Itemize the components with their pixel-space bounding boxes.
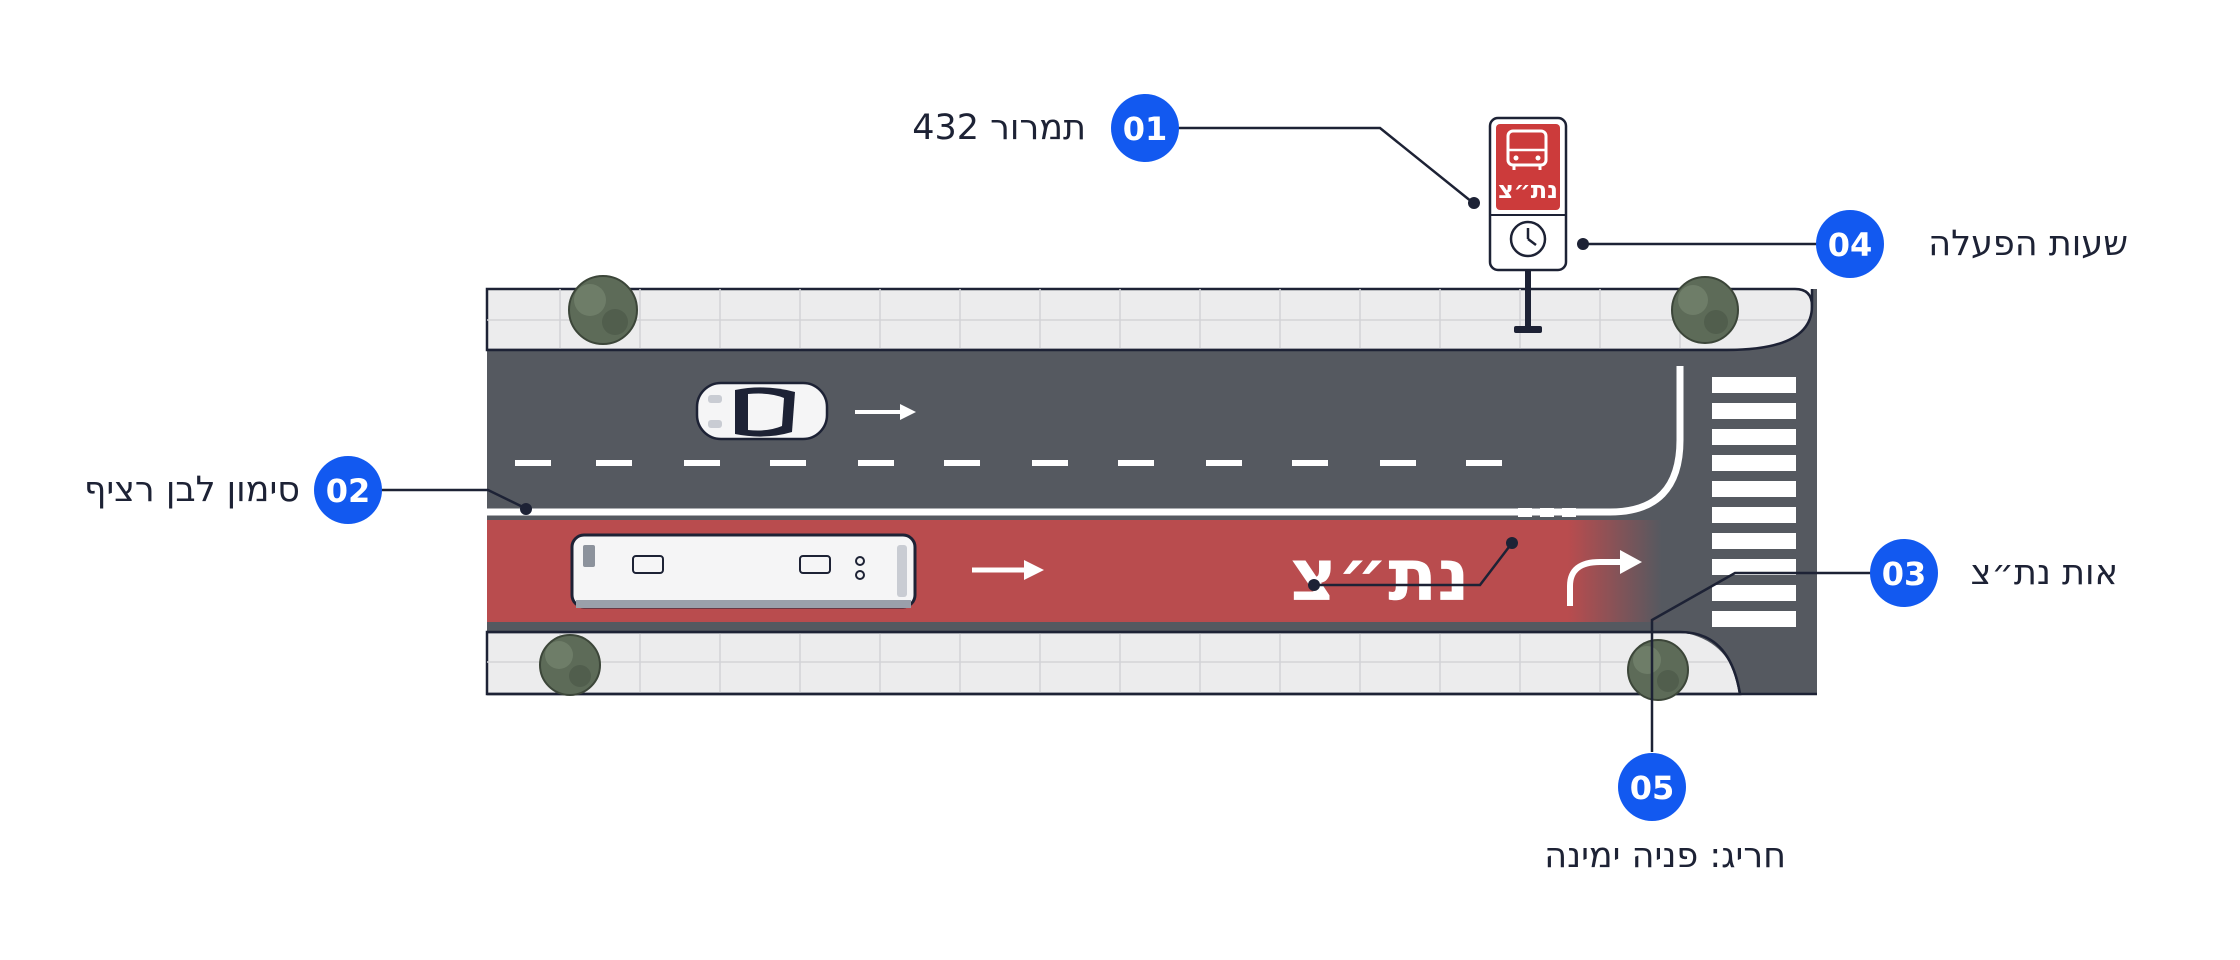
tree-icon [539, 634, 601, 696]
curb-corner-top [1726, 289, 1814, 352]
callout-label-04: שעות הפעלה [1928, 224, 2128, 264]
clock-icon [1509, 220, 1547, 258]
callout-label-02: סימון לבן רציף [83, 470, 300, 510]
sidewalk-bottom [485, 630, 1742, 696]
svg-text:01: 01 [1123, 110, 1168, 148]
bus-icon [570, 533, 917, 609]
badge-02: 02 [314, 456, 382, 524]
dashed-opening [1518, 508, 1576, 517]
lane-dashes [515, 460, 1502, 466]
svg-text:02: 02 [326, 472, 371, 510]
turn-right-arrow-icon [1567, 550, 1642, 606]
crosswalk [1712, 377, 1796, 627]
bus-icon [1506, 129, 1548, 170]
callout-label-01: תמרור 432 [912, 108, 1086, 148]
tree-icon [1627, 639, 1689, 701]
arrow-right-icon [972, 560, 1044, 580]
badge-01: 01 [1111, 94, 1179, 162]
leader-dots [520, 197, 1589, 591]
arrow-right-icon [855, 404, 916, 420]
tree-icon [1671, 276, 1739, 344]
badge-05: 05 [1618, 753, 1686, 821]
callout-label-05: חריג: פניה ימינה [1544, 836, 1786, 876]
badge-04: 04 [1816, 210, 1884, 278]
callout-label-03: אות נת״צ [1970, 553, 2118, 593]
leader-lines [378, 126, 1872, 752]
badge-03: 03 [1870, 539, 1938, 607]
car-icon [695, 381, 829, 441]
svg-text:05: 05 [1630, 769, 1675, 807]
lane-lettering: נת״צ [1290, 533, 1470, 617]
svg-text:04: 04 [1828, 226, 1873, 264]
sign-lettering: נת״צ [1498, 176, 1558, 204]
svg-text:03: 03 [1882, 555, 1927, 593]
solid-white-line [487, 366, 1684, 516]
tree-icon [568, 275, 638, 345]
sidewalk-top [485, 287, 1814, 352]
